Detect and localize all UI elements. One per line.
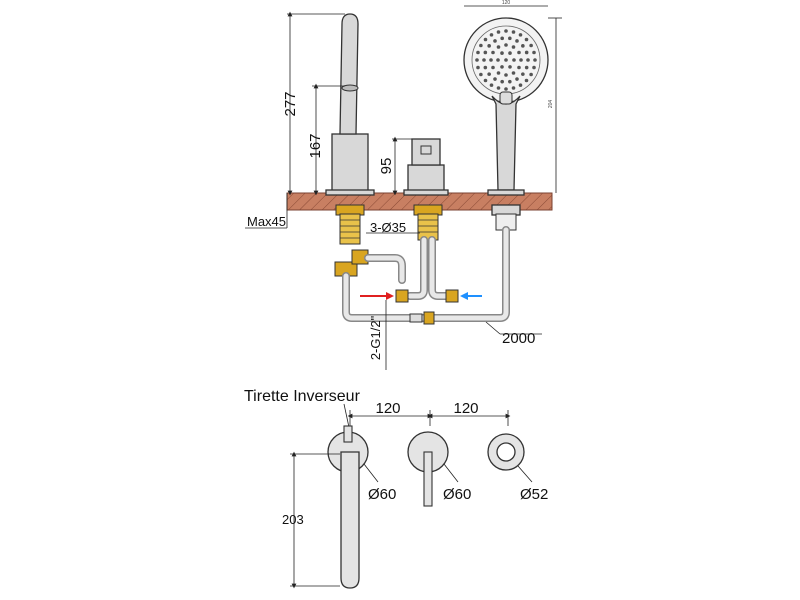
spout-side-view: [325, 13, 375, 196]
nozzle-dot: [524, 37, 529, 42]
nozzle-dot: [504, 87, 508, 91]
nozzle-dot: [508, 65, 512, 69]
nozzle-dot: [519, 58, 523, 62]
spacing-1-label: 120: [375, 400, 400, 417]
dim-167-label: 167: [307, 133, 324, 158]
nozzle-dot: [483, 65, 488, 70]
nozzle-dot: [504, 43, 508, 47]
nozzle-dot: [511, 71, 516, 75]
shower-nozzles: [475, 29, 537, 91]
nozzle-dot: [524, 78, 529, 83]
nozzle-dot: [479, 43, 483, 48]
nozzle-dot: [504, 29, 508, 33]
dimension-shower-height: 204: [548, 17, 562, 193]
spout-top-view: [327, 425, 369, 589]
handshower-diameter-label: Ø52: [520, 486, 548, 503]
nozzle-dot: [489, 58, 493, 62]
nozzle-dot: [524, 50, 529, 55]
nozzle-dot: [487, 72, 491, 76]
handshower-top-view: [487, 433, 525, 471]
dim-95-label: 95: [378, 158, 395, 175]
mixer-top-view: [407, 431, 449, 507]
nozzle-dot: [511, 45, 516, 49]
nozzle-dot: [496, 30, 501, 34]
nozzle-dot: [483, 50, 488, 55]
dimension-shower-width: 120: [464, 0, 548, 7]
dim-shower-height-label: 204: [548, 100, 554, 109]
nozzle-dot: [517, 65, 521, 70]
nozzle-dot: [489, 83, 494, 87]
dimension-95: 95: [378, 136, 412, 196]
nozzle-dot: [532, 50, 536, 55]
nozzle-dot: [508, 36, 512, 41]
dim-277-label: 277: [282, 91, 299, 116]
nozzle-dot: [496, 86, 501, 90]
nozzle-dot: [524, 65, 529, 70]
nozzle-dot: [515, 39, 519, 43]
nozzle-dot: [496, 71, 501, 75]
nozzle-dot: [476, 50, 480, 55]
nozzle-dot: [517, 50, 521, 55]
nozzle-dot: [529, 72, 533, 77]
spout-reach-label: 203: [282, 512, 304, 527]
spacing-2-label: 120: [453, 400, 478, 417]
nozzle-dot: [526, 58, 530, 62]
nozzle-dot: [518, 33, 523, 37]
nozzle-dot: [496, 45, 501, 49]
nozzle-dot: [500, 36, 504, 41]
nozzle-dot: [508, 79, 512, 84]
nozzle-dot: [512, 58, 516, 62]
nozzle-dot: [532, 65, 536, 70]
nozzle-dot: [491, 50, 495, 55]
nozzle-dot: [529, 43, 533, 48]
nozzle-dot: [511, 86, 516, 90]
under-deck-fittings: [334, 204, 521, 277]
nozzle-dot: [508, 51, 512, 55]
dimension-277: 277: [282, 11, 345, 196]
nozzle-dot: [483, 78, 488, 83]
nozzle-dot: [476, 65, 480, 70]
nozzle-dot: [521, 44, 525, 48]
diverter-label: Tirette Inverseur: [244, 388, 361, 405]
nozzle-dot: [521, 72, 525, 76]
mixer-side-view: [403, 138, 449, 196]
spout-diameter-label: Ø60: [368, 486, 396, 503]
dimension-167: 167: [307, 83, 345, 196]
thread-label: 2-G1/2": [368, 315, 383, 360]
nozzle-dot: [487, 44, 491, 48]
mixer-diameter-label: Ø60: [443, 486, 471, 503]
hose-length-label: 2000: [502, 330, 535, 347]
nozzle-dot: [496, 58, 500, 62]
dim-shower-width-label: 120: [502, 0, 511, 6]
nozzle-dot: [511, 30, 516, 34]
nozzle-dot: [500, 51, 504, 55]
hoses: [342, 226, 510, 325]
nozzle-dot: [489, 33, 494, 37]
nozzle-dot: [504, 58, 508, 62]
nozzle-dot: [475, 58, 479, 62]
dimension-203: 203: [282, 451, 340, 589]
nozzle-dot: [518, 83, 523, 87]
nozzle-dot: [483, 37, 488, 42]
nozzle-dot: [500, 65, 504, 69]
nozzle-dot: [515, 77, 519, 81]
nozzle-dot: [479, 72, 483, 77]
nozzle-dot: [482, 58, 486, 62]
nozzle-dot: [504, 73, 508, 77]
deck-max-label: Max45: [247, 214, 286, 229]
nozzle-dot: [500, 79, 504, 84]
hole-diameter-label: 3-Ø35: [370, 220, 406, 235]
nozzle-dot: [491, 65, 495, 70]
nozzle-dot: [493, 77, 497, 81]
nozzle-dot: [533, 58, 537, 62]
nozzle-dot: [493, 39, 497, 43]
